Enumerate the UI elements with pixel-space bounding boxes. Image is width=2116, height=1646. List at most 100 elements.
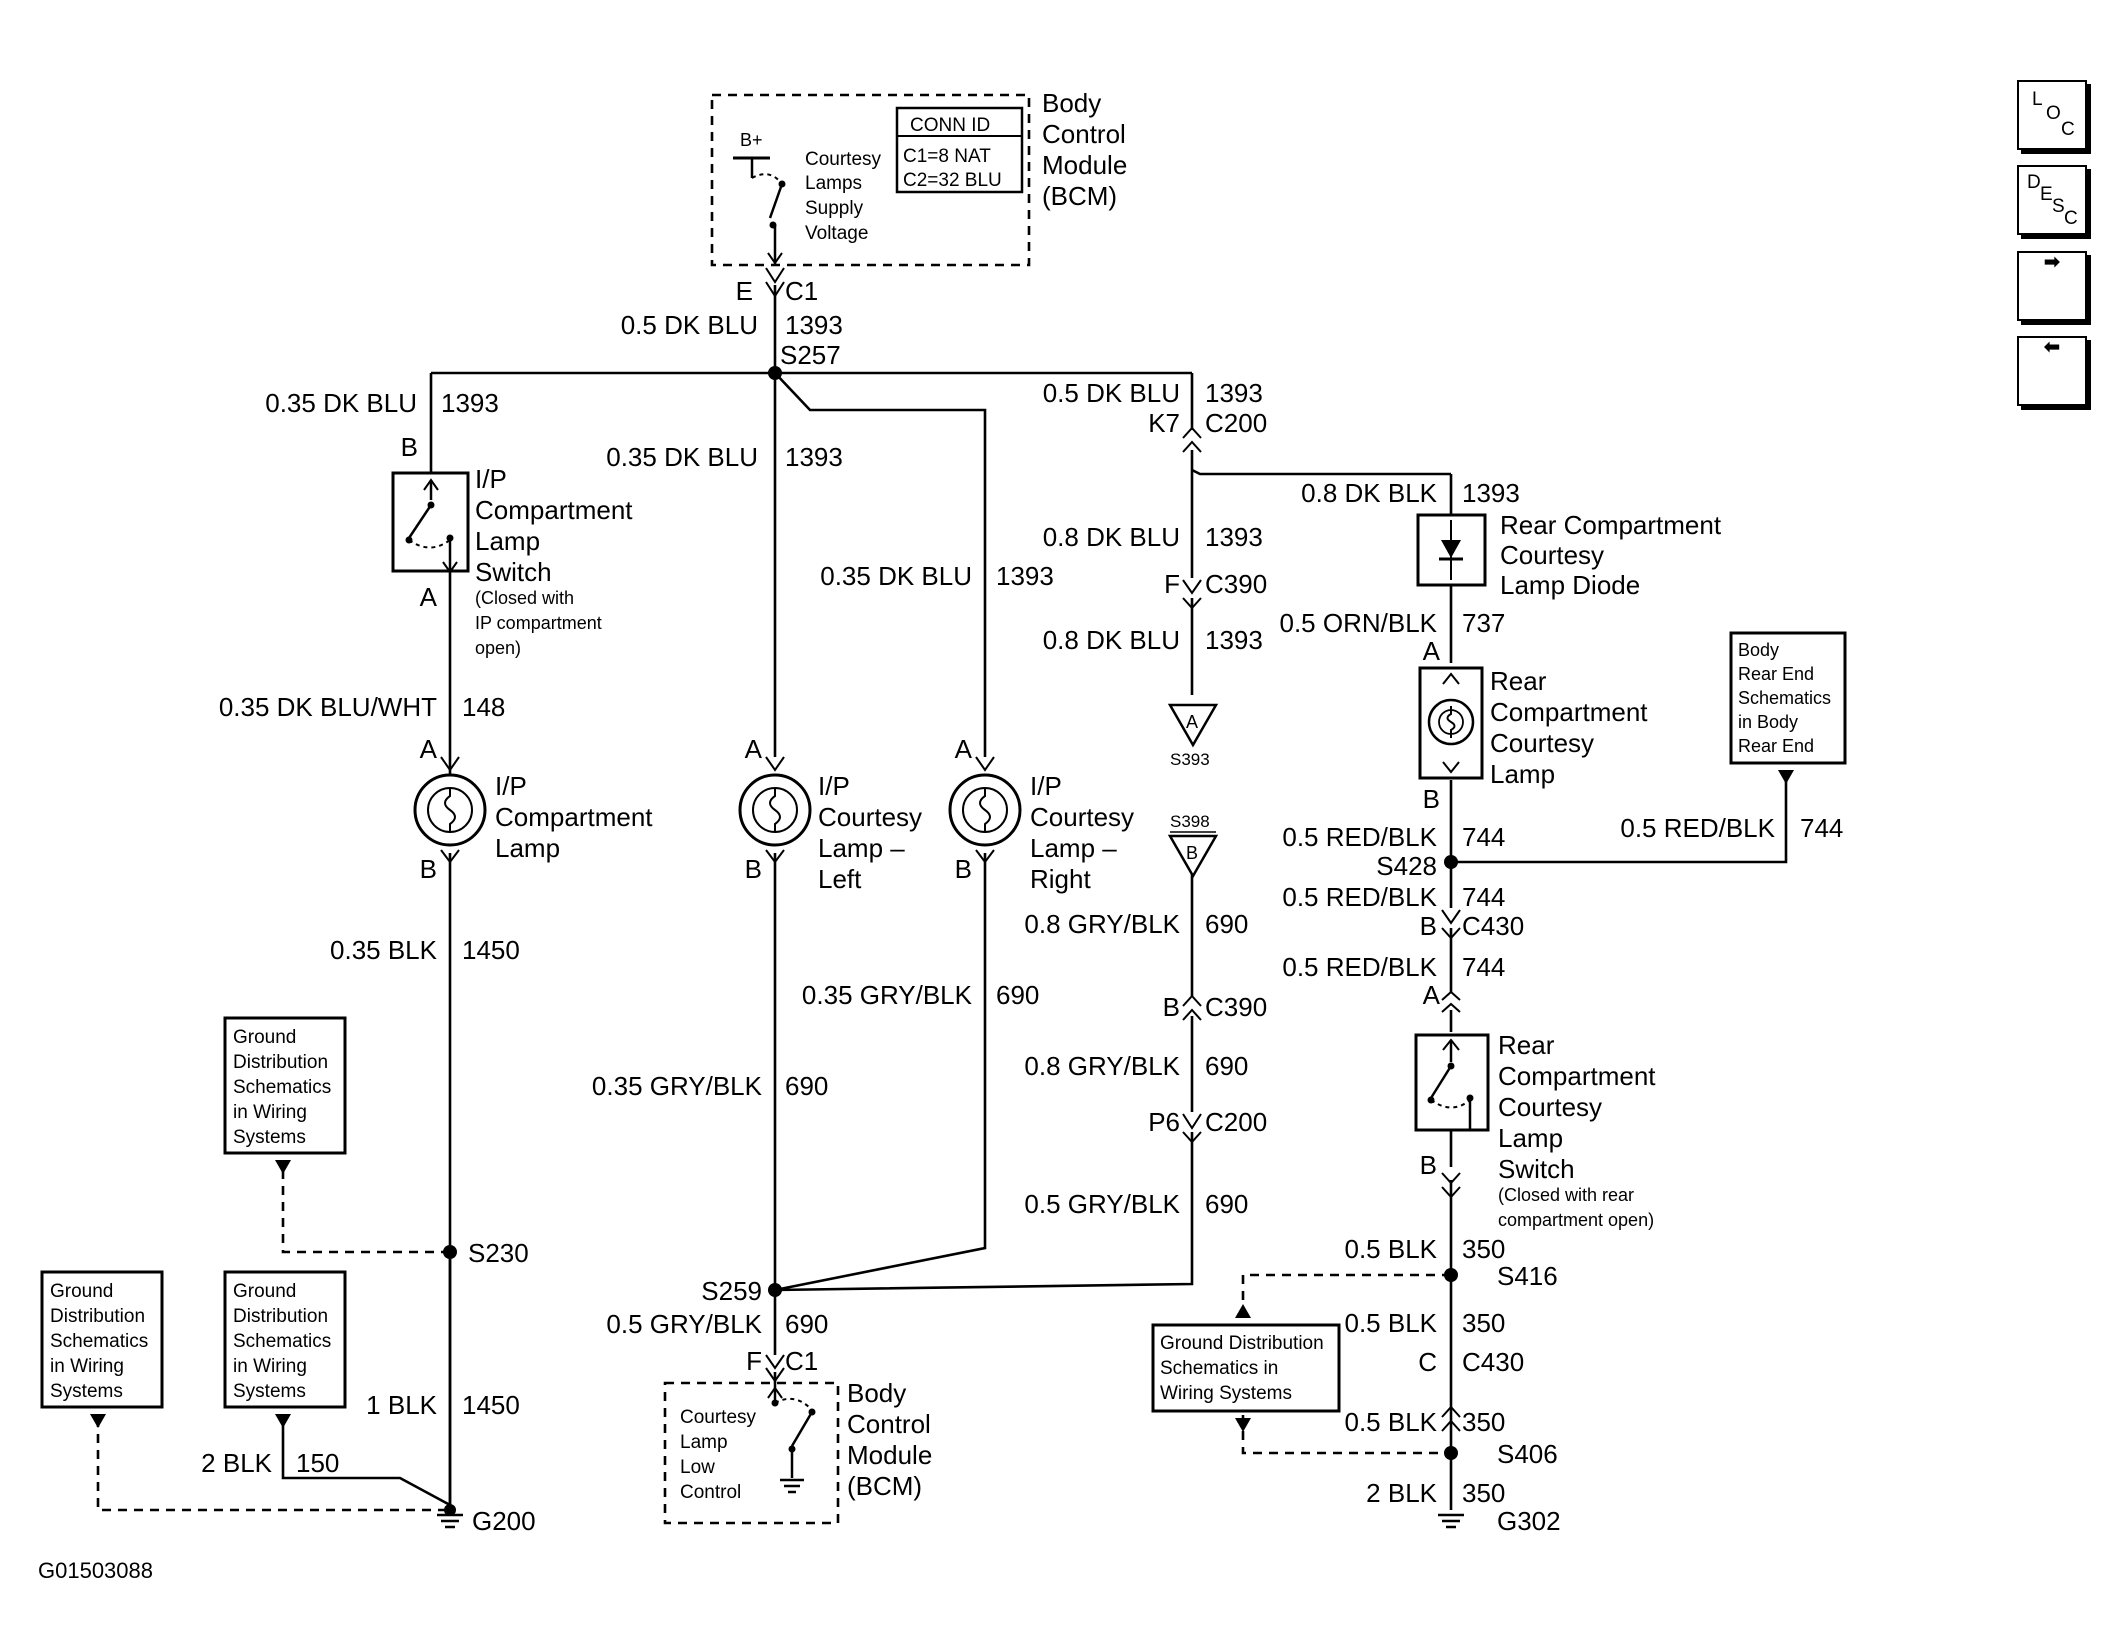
location-button[interactable]: L O C (2017, 80, 2087, 150)
pin-label: B (401, 432, 418, 462)
ref-ground-distribution-1: Ground Distribution Schematics in Wiring… (223, 1016, 347, 1174)
wire-label: 0.35 GRY/BLK (802, 980, 973, 1010)
bcm-top-inner-1: Courtesy (805, 149, 882, 170)
wire-label: 0.5 DK BLU (621, 310, 758, 340)
circuit-number: 690 (996, 980, 1039, 1010)
splice-s416-dot (1444, 1268, 1458, 1282)
svg-text:(Closed with IP compartm: (Closed with IP compartment open) (475, 588, 607, 658)
wire-label: 0.35 GRY/BLK (592, 1071, 763, 1101)
ref-body-rear-end: Body Rear End Schematics in Body Rear En… (1729, 631, 1847, 784)
connector-pin: B (1420, 911, 1437, 941)
svg-text:Body Control Modul: Body Control Module (BCM) (847, 1378, 940, 1501)
pin-label: A (420, 582, 438, 612)
next-button[interactable]: ➡ (2017, 251, 2087, 321)
bcm-bot-label-2: Control (847, 1409, 931, 1439)
wire-label: 0.5 GRY/BLK (1024, 1189, 1180, 1219)
rc-lamp-label-3: Courtesy (1490, 728, 1594, 758)
bre-line-3: Schematics (1738, 688, 1831, 708)
circuit-number: 737 (1462, 608, 1505, 638)
circuit-number: 150 (296, 1448, 339, 1478)
gd2-line-1: Ground (50, 1281, 113, 1302)
circuit-number: 1393 (1462, 478, 1520, 508)
diode-label-1: Rear Compartment (1500, 510, 1722, 540)
circuit-number: 744 (1462, 952, 1505, 982)
splice-label: S257 (780, 340, 841, 370)
description-button[interactable]: D E S C (2017, 165, 2087, 235)
circuit-number: 1393 (1205, 625, 1263, 655)
connector-pin: C (1418, 1347, 1437, 1377)
svg-text:I/P Courtesy Lamp: I/P Courtesy Lamp – Right (1030, 771, 1141, 894)
circuit-number: 744 (1800, 813, 1843, 843)
gd3-line-1: Ground (233, 1281, 296, 1302)
circuit-number: 1393 (1205, 378, 1263, 408)
gd3-line-4: in Wiring (233, 1356, 307, 1377)
conn-id-c1: C1=8 NAT (903, 146, 991, 167)
bre-line-5: Rear End (1738, 736, 1814, 756)
wire-label: 0.5 BLK (1344, 1234, 1437, 1264)
previous-button[interactable]: ⬅ (2017, 336, 2087, 406)
pin-label: B (1423, 784, 1440, 814)
circuit-number: 1393 (785, 310, 843, 340)
ref-ground-distribution-4: Ground Distribution Schematics in Wiring… (1151, 1304, 1341, 1432)
circuit-number: 1393 (1205, 522, 1263, 552)
right-arrow-icon: ➡ (2044, 252, 2060, 273)
ip-courtesy-lamp-left: I/P Courtesy Lamp – Left (738, 756, 922, 894)
b-plus-label: B+ (740, 130, 763, 150)
wire-label: 2 BLK (1366, 1478, 1437, 1508)
svg-text:I/P Compartment La: I/P Compartment Lamp (495, 771, 660, 863)
desc-s: S (2052, 196, 2065, 217)
ref-ground-distribution-2: Ground Distribution Schematics in Wiring… (40, 1270, 164, 1428)
circuit-number: 744 (1462, 882, 1505, 912)
gd1-line-3: Schematics (233, 1077, 331, 1098)
wire-label: 0.8 DK BLU (1043, 625, 1180, 655)
gd1-line-2: Distribution (233, 1052, 328, 1073)
wire-label: 0.5 RED/BLK (1282, 822, 1437, 852)
circuit-number: 1450 (462, 1390, 520, 1420)
svg-text:Ground Distribution: Ground Distribution Schematics in Wiring… (233, 1027, 336, 1148)
connector-id: C200 (1205, 408, 1267, 438)
s398-pin: B (1186, 843, 1198, 863)
rc-switch-label-5: Switch (1498, 1154, 1575, 1184)
bcm-top: CONN ID C1=8 NAT C2=32 BLU B+ Courtesy L… (710, 88, 1127, 267)
left-lamp-label-2: Courtesy (818, 802, 922, 832)
conn-id-c2: C2=32 BLU (903, 170, 1002, 191)
connector-pin: E (736, 276, 753, 306)
svg-text:Ground Distribution Sche: Ground Distribution Schematics in Wiring… (1160, 1333, 1329, 1404)
wire-label: 0.35 DK BLU (265, 388, 417, 418)
loc-o: O (2046, 103, 2061, 124)
bcm-bot-label-1: Body (847, 1378, 906, 1408)
ip-switch-label-2: Compartment (475, 495, 633, 525)
wire-label: 0.8 DK BLK (1301, 478, 1438, 508)
connector-id: C430 (1462, 1347, 1524, 1377)
rc-switch-note-1: (Closed with rear (1498, 1185, 1634, 1205)
ip-lamp-label-3: Lamp (495, 833, 560, 863)
left-lamp-label-4: Left (818, 864, 862, 894)
circuit-number: 350 (1462, 1234, 1505, 1264)
wire-label: 0.8 GRY/BLK (1024, 909, 1180, 939)
wires (281, 285, 1788, 1515)
desc-c: C (2064, 208, 2078, 229)
circuit-number: 690 (1205, 1051, 1248, 1081)
gd1-line-4: in Wiring (233, 1102, 307, 1123)
connector-id: C1 (785, 1346, 818, 1376)
splice-s230-dot (443, 1245, 457, 1259)
splice-dots (443, 366, 1458, 1460)
left-lamp-label-3: Lamp – (818, 833, 905, 863)
right-lamp-label-2: Courtesy (1030, 802, 1134, 832)
ip-switch-note-3: open) (475, 638, 521, 658)
svg-text:Ground Distribution: Ground Distribution Schematics in Wiring… (50, 1281, 153, 1402)
connector-id: C390 (1205, 992, 1267, 1022)
pin-label: A (745, 734, 763, 764)
bcm-top-label-3: Module (1042, 150, 1127, 180)
bcm-bot-inner-1: Courtesy (680, 1407, 757, 1428)
wire-label: 0.5 BLK (1344, 1308, 1437, 1338)
svg-text:Courtesy Lamps Sup: Courtesy Lamps Supply Voltage (805, 149, 886, 244)
desc-e: E (2040, 184, 2053, 205)
svg-text:I/P Compartment La: I/P Compartment Lamp Switch (475, 464, 640, 587)
splice-s257-dot (768, 366, 782, 380)
ip-switch-label-4: Switch (475, 557, 552, 587)
gd4-line-2: Schematics in (1160, 1358, 1278, 1379)
rc-switch-note-2: compartment open) (1498, 1210, 1654, 1230)
ip-switch-note-1: (Closed with (475, 588, 574, 608)
